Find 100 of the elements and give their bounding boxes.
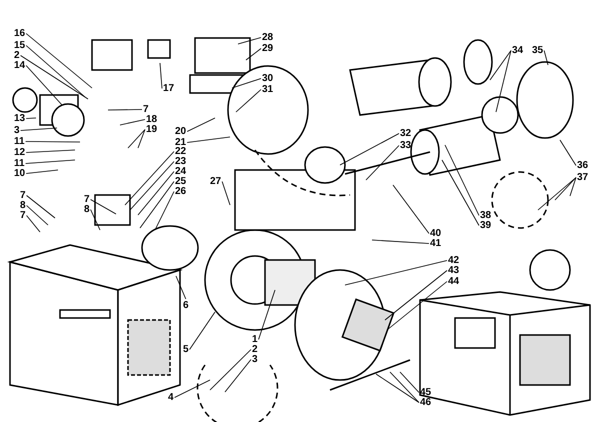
leader-line xyxy=(26,215,40,232)
leader-line xyxy=(130,161,174,210)
leader-line xyxy=(400,372,420,393)
callout-number: 38 xyxy=(480,210,492,221)
callout-number: 22 xyxy=(175,146,186,157)
callout-number: 17 xyxy=(163,83,174,94)
leader-line xyxy=(128,129,146,148)
callout-number: 26 xyxy=(175,186,186,197)
callout-number: 2 xyxy=(252,344,258,355)
leader-line xyxy=(176,276,186,300)
leader-line xyxy=(26,195,56,218)
leader-line xyxy=(238,37,262,44)
leader-line xyxy=(140,181,174,228)
leader-line xyxy=(124,151,174,206)
leader-line xyxy=(90,209,100,230)
leader-line xyxy=(490,50,512,80)
leader-line xyxy=(25,160,76,164)
callout-number: 8 xyxy=(20,200,26,211)
leader-line xyxy=(26,118,36,119)
callout-number: 31 xyxy=(262,84,274,95)
callout-number: 10 xyxy=(14,168,26,179)
callout-number: 39 xyxy=(480,220,492,231)
callout-number: 15 xyxy=(14,40,26,51)
leader-line xyxy=(26,45,86,98)
callout-number: 36 xyxy=(577,160,588,171)
callout-number: 7 xyxy=(20,210,26,221)
leader-line xyxy=(236,89,262,112)
leader-line xyxy=(554,177,576,200)
leader-line xyxy=(224,359,252,392)
callout-number: 41 xyxy=(430,238,442,249)
leader-line xyxy=(340,133,400,166)
leader-line xyxy=(344,260,448,286)
leader-line xyxy=(372,240,430,244)
callout-number: 37 xyxy=(577,172,588,183)
leader-line xyxy=(376,374,420,403)
callout-number: 21 xyxy=(175,137,186,148)
leader-line xyxy=(138,171,174,216)
leader-line xyxy=(26,170,58,174)
leader-line xyxy=(26,150,76,153)
leader-line xyxy=(560,140,576,166)
callout-number: 45 xyxy=(420,387,432,398)
callout-number: 28 xyxy=(262,32,274,43)
callout-number: 3 xyxy=(14,125,20,136)
leader-line xyxy=(138,129,146,148)
callout-number: 25 xyxy=(175,176,186,187)
leader-line xyxy=(442,160,480,226)
callout-number: 7 xyxy=(20,190,26,201)
leader-line xyxy=(392,184,430,234)
callout-number: 46 xyxy=(420,397,432,408)
callout-number: 35 xyxy=(532,45,544,56)
callout-number: 33 xyxy=(400,140,412,151)
leader-line xyxy=(25,141,80,142)
leader-line xyxy=(232,78,262,88)
leader-line xyxy=(20,55,88,100)
leader-line xyxy=(386,281,448,330)
callout-number: 20 xyxy=(175,126,186,137)
callout-number: 42 xyxy=(448,255,460,266)
callout-number: 11 xyxy=(14,158,25,169)
leader-line xyxy=(26,33,92,88)
callout-number: 4 xyxy=(168,392,174,403)
callout-number: 16 xyxy=(14,28,26,39)
callout-number: 43 xyxy=(448,265,460,276)
callout-number: 30 xyxy=(262,73,274,84)
callout-number: 44 xyxy=(448,276,460,287)
leader-line xyxy=(108,109,142,110)
callout-number: 2 xyxy=(14,50,20,61)
callout-number: 14 xyxy=(14,60,26,71)
callout-number: 12 xyxy=(14,147,26,158)
leader-line xyxy=(544,50,548,66)
leader-line xyxy=(20,128,58,131)
leader-line xyxy=(222,181,230,206)
leader-line xyxy=(496,50,512,112)
leader-line xyxy=(154,191,174,230)
callout-number: 13 xyxy=(14,113,26,124)
callout-number: 6 xyxy=(183,300,189,311)
callout-number: 8 xyxy=(84,204,90,215)
leader-line xyxy=(26,205,48,226)
callout-number: 23 xyxy=(175,156,186,167)
leader-line xyxy=(120,119,146,126)
leader-line xyxy=(174,380,210,398)
leader-line xyxy=(186,136,230,143)
callout-number: 40 xyxy=(430,228,442,239)
leader-line xyxy=(186,118,216,132)
leader-line xyxy=(384,270,448,320)
leader-line xyxy=(258,290,276,340)
callout-number: 19 xyxy=(146,124,158,135)
leader-line xyxy=(538,177,576,210)
leader-line xyxy=(366,145,400,180)
callout-number: 5 xyxy=(183,344,189,355)
callout-number: 7 xyxy=(143,104,149,115)
leader-line xyxy=(189,312,216,350)
leader-line xyxy=(390,372,420,403)
callout-number: 32 xyxy=(400,128,412,139)
callout-number: 34 xyxy=(512,45,524,56)
leader-line xyxy=(570,177,576,196)
callout-number: 29 xyxy=(262,43,274,54)
leader-line xyxy=(26,65,62,106)
callout-number: 18 xyxy=(146,114,158,125)
leader-line xyxy=(160,62,162,89)
callout-number: 1 xyxy=(252,334,258,345)
